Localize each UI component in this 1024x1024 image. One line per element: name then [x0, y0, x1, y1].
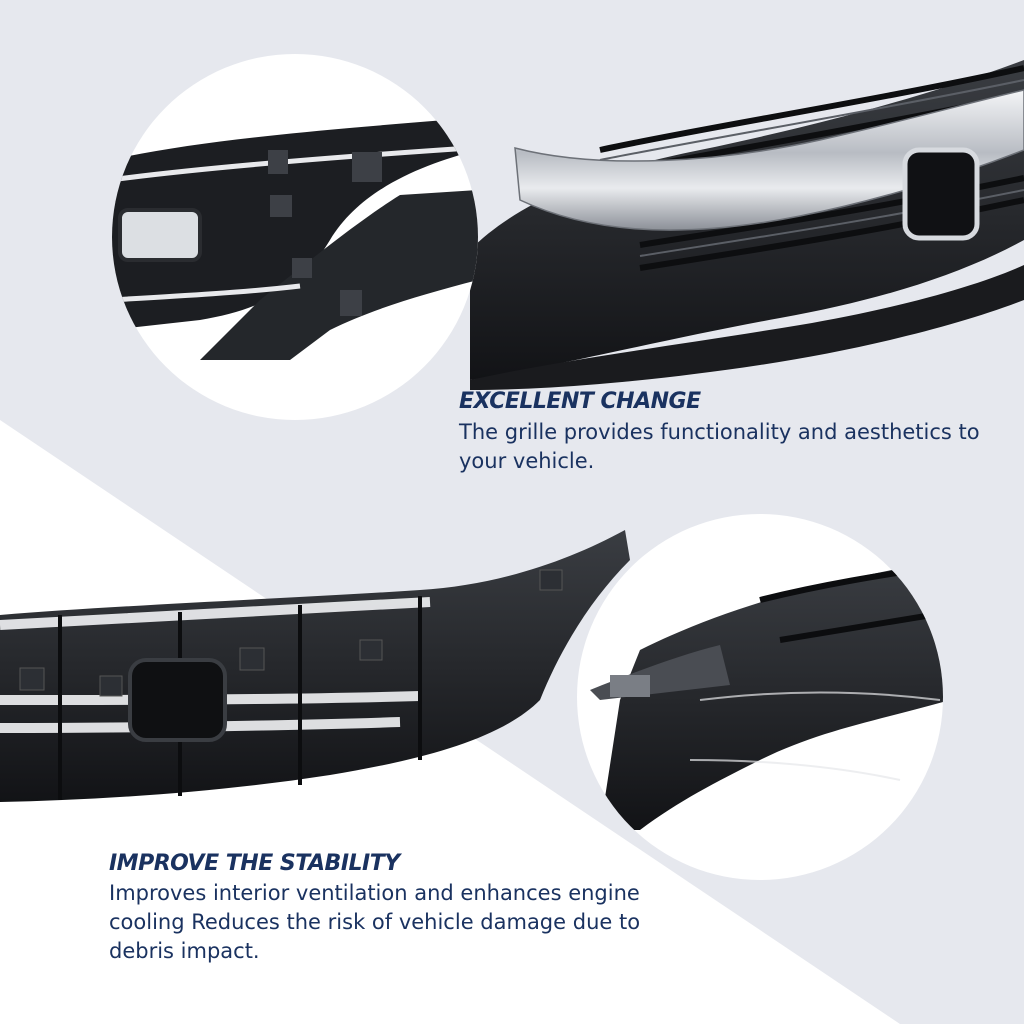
- section-text-improve-stability: Improves interior ventilation and enhanc…: [109, 881, 641, 963]
- grille-rear-bottom: [0, 530, 630, 802]
- section-text-excellent-change: The grille provides functionality and ae…: [459, 420, 980, 473]
- section-heading-excellent-change: EXCELLENT CHANGE: [459, 389, 701, 414]
- detail-circle-top: [112, 54, 478, 420]
- grille-front-top: [470, 60, 1024, 390]
- section-heading-improve-stability: IMPROVE THE STABILITY: [109, 851, 400, 876]
- detail-circle-bottom: [577, 514, 943, 880]
